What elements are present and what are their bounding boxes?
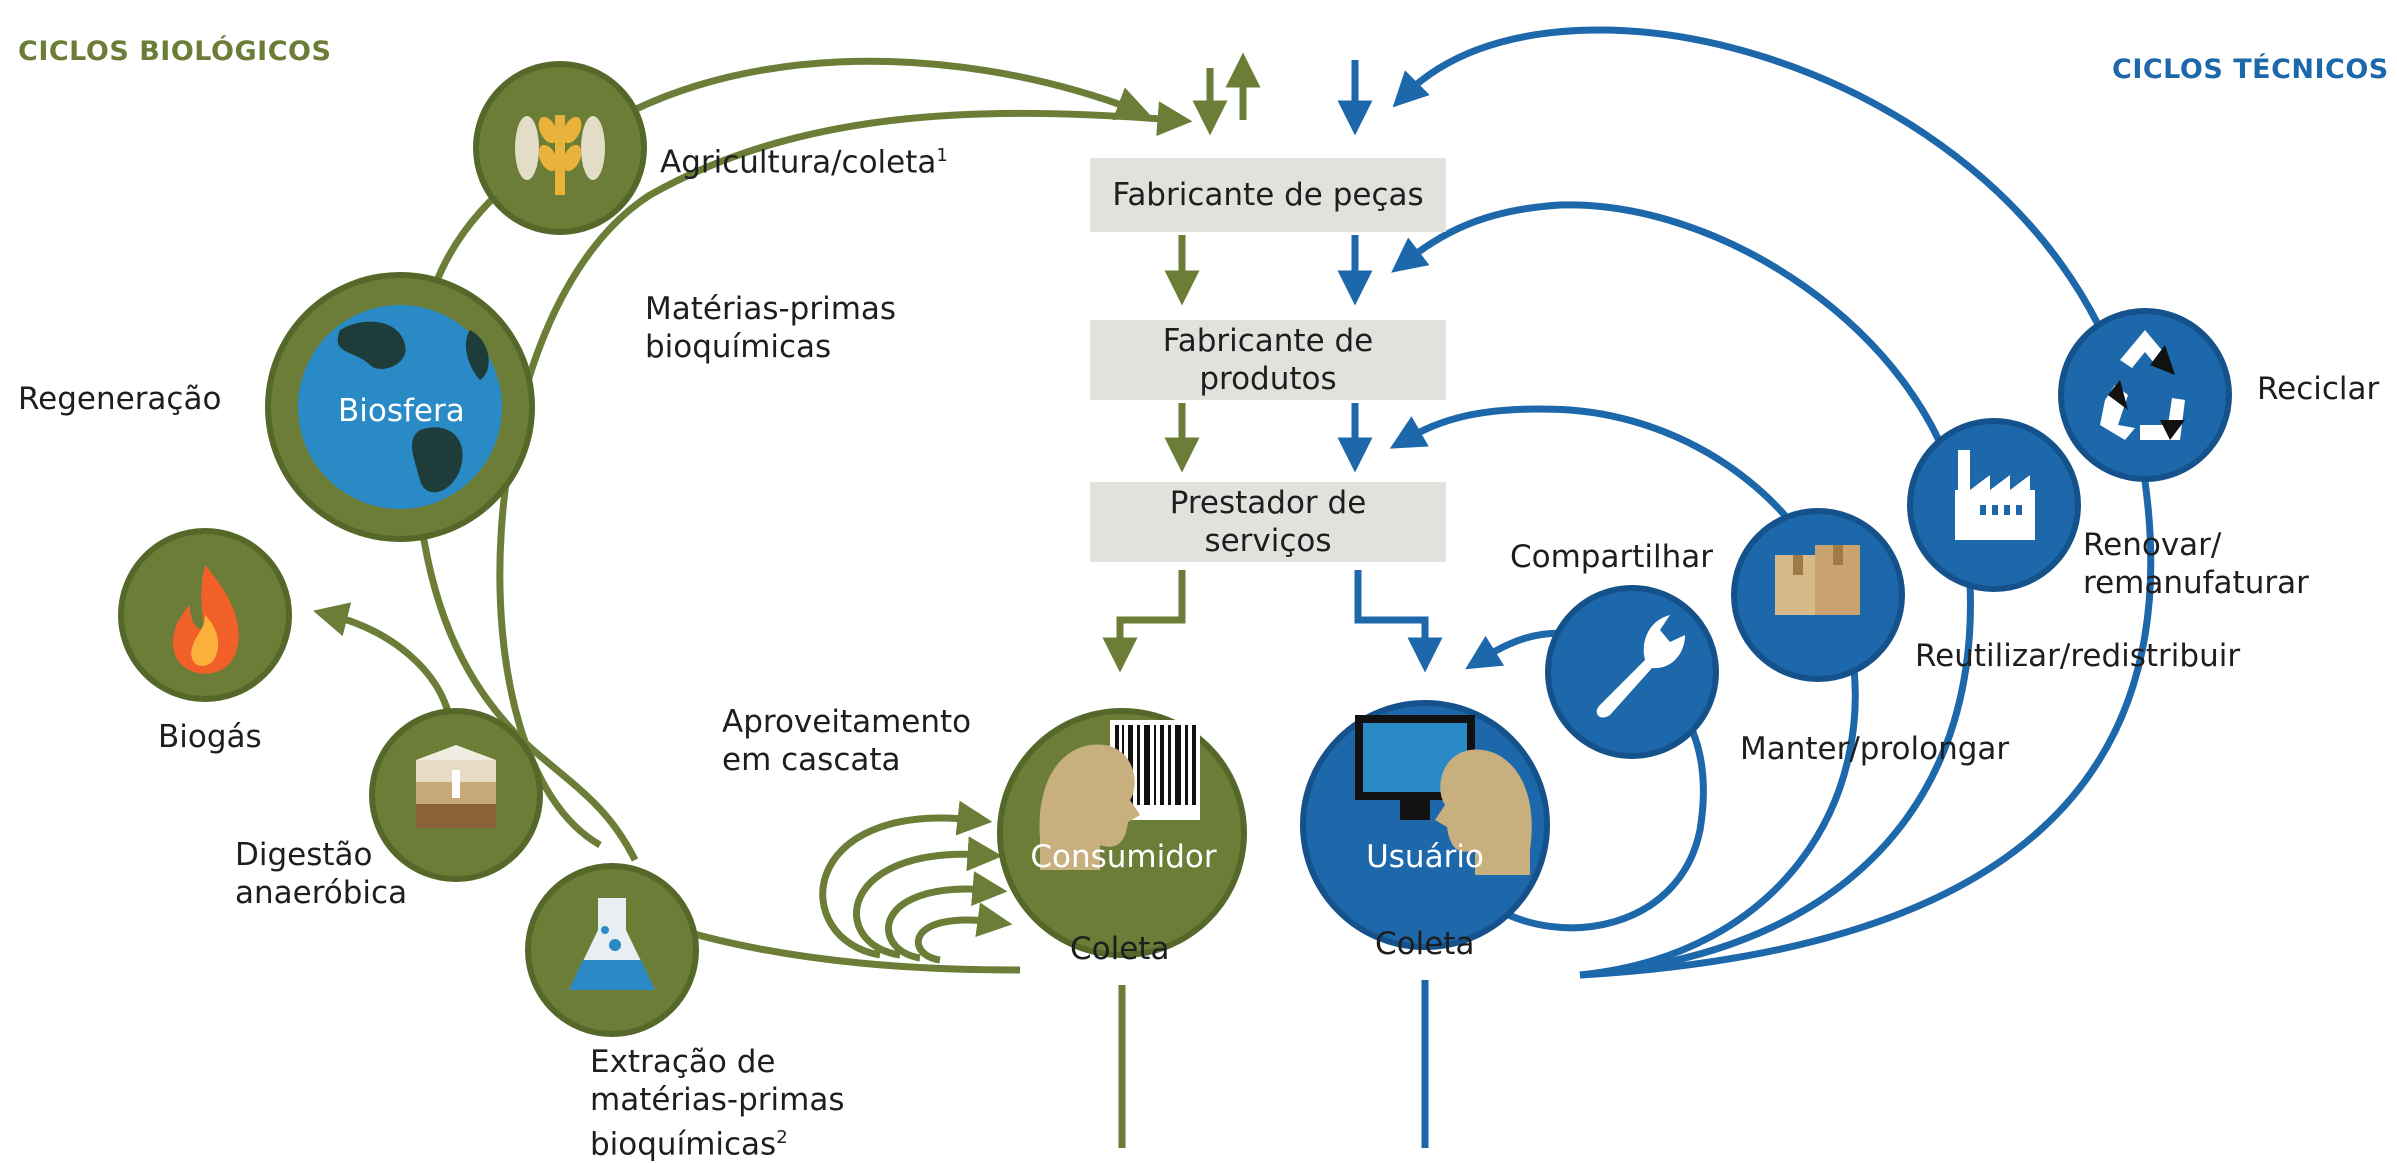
- cascade-arrow-1: [819, 800, 993, 959]
- share-label: Compartilhar: [1510, 539, 1713, 575]
- extraction-circle: [525, 863, 699, 1037]
- soil-layers-icon: [416, 745, 496, 828]
- tech-flows: [1337, 26, 2155, 1148]
- bio-arrow-to-consumer: [1102, 570, 1186, 673]
- raw-materials-label: Matérias-primas bioquímicas: [645, 291, 897, 365]
- refurbish-loop: [1391, 201, 1974, 979]
- cascade-arrow-4: [914, 902, 1013, 964]
- regeneration-label: Regeneração: [18, 381, 222, 417]
- digestion-label: Digestão anaeróbica: [235, 837, 408, 911]
- recycle-icon: [2100, 330, 2185, 440]
- maintain-circle: [1545, 585, 1719, 759]
- biosphere-circle: [265, 272, 535, 542]
- cascade-arrow-3: [885, 871, 1008, 962]
- wrench-icon: [1596, 615, 1685, 718]
- maintain-label: Manter/prolongar: [1740, 731, 2010, 767]
- refurbish-circle: [1907, 418, 2081, 592]
- consumer-circle: [997, 708, 1247, 958]
- extraction-label: Extração de matérias-primas bioquímicas2: [590, 1044, 845, 1163]
- agriculture-circle: [473, 61, 647, 235]
- raw-materials-arrow: [496, 101, 1193, 849]
- bio-cycle-ring: [411, 152, 639, 862]
- factory-icon: [1955, 450, 2035, 540]
- agriculture-arrow: [572, 57, 1152, 148]
- person-barcode-icon: [1039, 720, 1200, 870]
- recycle-loop: [1392, 26, 2155, 979]
- digestion-circle: [369, 708, 543, 882]
- tech-cycles-header: CICLOS TÉCNICOS: [2112, 54, 2389, 85]
- extraction-collection-link: [679, 926, 1021, 974]
- wheat-fish-icon: [515, 115, 605, 195]
- consumer-label: Consumidor: [1030, 839, 1217, 875]
- cascade-arrow-2: [852, 836, 1003, 959]
- person-computer-icon: [1355, 715, 1532, 875]
- user-label: Usuário: [1366, 839, 1484, 875]
- biogas-arrow: [313, 602, 454, 721]
- cascade-label: Aproveitamento em cascata: [722, 704, 972, 778]
- bio-cycles-header: CICLOS BIOLÓGICOS: [18, 36, 332, 67]
- user-circle: [1300, 700, 1550, 950]
- flask-icon: [569, 898, 655, 990]
- bio-collection-label: Coleta: [1070, 931, 1170, 967]
- reuse-circle: [1731, 508, 1905, 682]
- boxes-icon: [1775, 545, 1860, 615]
- biogas-label: Biogás: [158, 719, 262, 755]
- refurbish-label: Renovar/ remanufaturar: [2083, 527, 2309, 601]
- recycle-circle: [2058, 308, 2232, 482]
- tech-collection-label: Coleta: [1375, 926, 1475, 962]
- service-provider-box: Prestador de serviços: [1090, 482, 1446, 562]
- reuse-label: Reutilizar/redistribuir: [1915, 638, 2241, 674]
- recycle-label: Reciclar: [2257, 371, 2380, 407]
- biosphere-label: Biosfera: [338, 393, 465, 429]
- agriculture-label: Agricultura/coleta1: [660, 144, 948, 181]
- parts-manufacturer-box: Fabricante de peças: [1090, 158, 1446, 232]
- bio-flows: [313, 52, 1261, 1148]
- tech-arrow-to-user: [1354, 570, 1443, 673]
- biogas-circle: [118, 528, 292, 702]
- products-manufacturer-box: Fabricante de produtos: [1090, 320, 1446, 400]
